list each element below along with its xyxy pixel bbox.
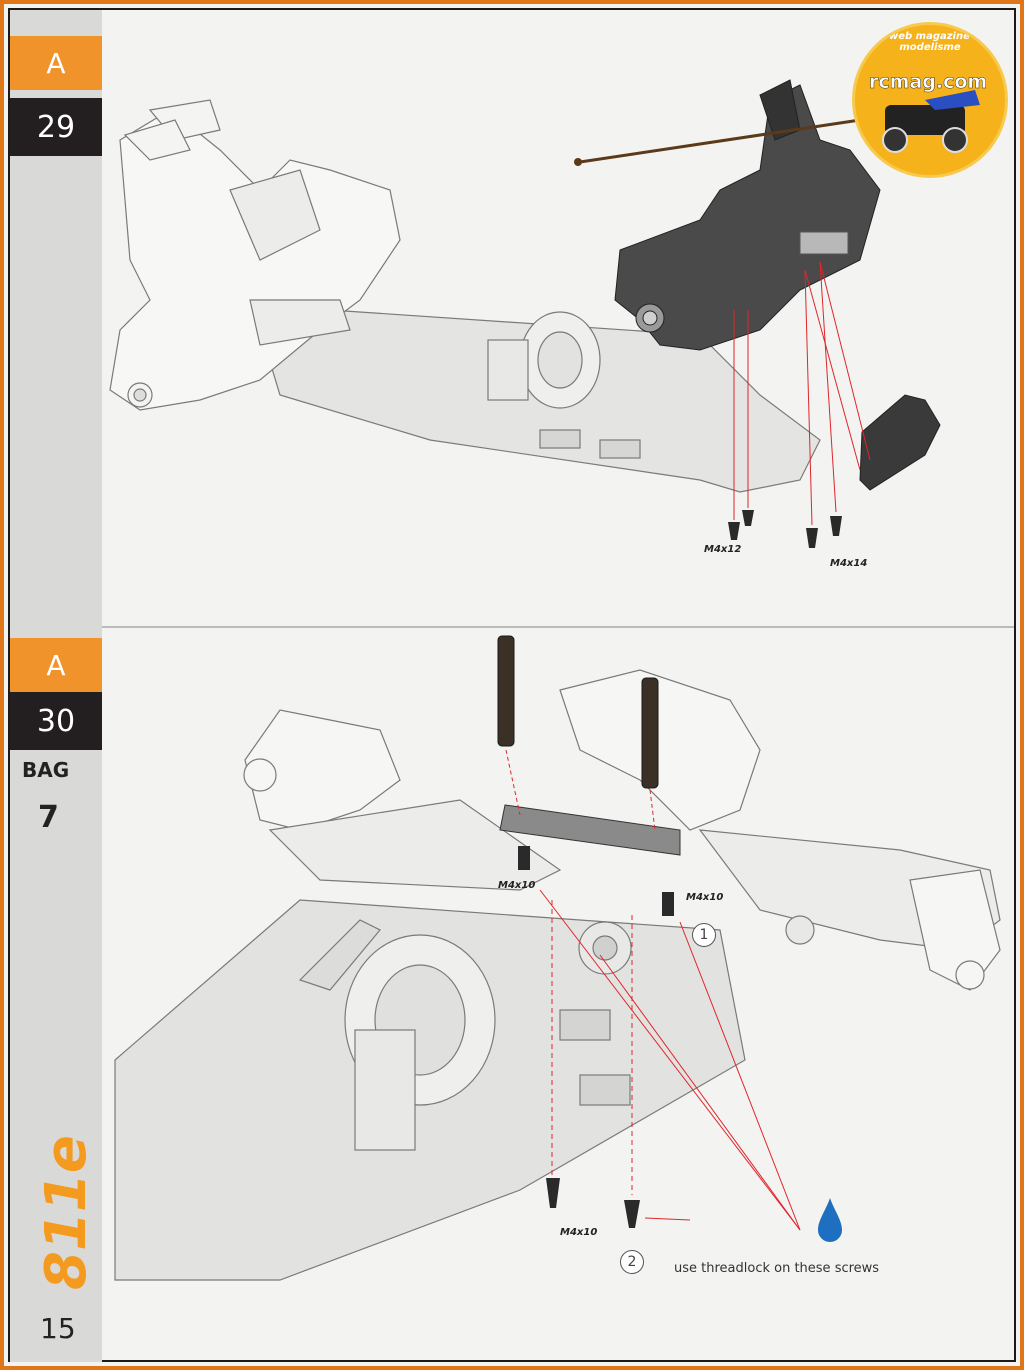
screw-label-m4x10-a: M4x10 — [498, 880, 536, 891]
brand-mark: 811e — [28, 1135, 99, 1300]
screw-label-m4x14: M4x14 — [830, 558, 868, 569]
callout-1: 1 — [692, 923, 716, 947]
brand-mark-text: 811e — [34, 1135, 99, 1290]
step-divider — [102, 626, 1014, 628]
rcmag-logo: Le web magazine du modelisme rcmag.com — [852, 22, 1008, 178]
screw-label-m4x10-c: M4x10 — [560, 1227, 598, 1238]
screw-label-m4x10-b: M4x10 — [686, 892, 724, 903]
step30-number: 30 — [10, 692, 102, 750]
callout-2: 2 — [620, 1250, 644, 1274]
page-number: 15 — [40, 1312, 76, 1345]
threadlock-note: use threadlock on these screws — [674, 1261, 880, 1276]
step29-section-tab: A — [10, 36, 102, 90]
logo-tagline: Le web magazine du modelisme — [872, 31, 988, 53]
step30-section-tab: A — [10, 638, 102, 692]
step29-number: 29 — [10, 98, 102, 156]
step30-illustration — [114, 635, 1001, 1281]
car-icon — [882, 90, 980, 153]
logo-site-name: rcmag.com — [869, 71, 988, 94]
bag-number: 7 — [38, 800, 59, 835]
step29-illustration — [109, 79, 941, 548]
page-frame-inner — [8, 8, 1016, 1362]
bag-label: BAG — [22, 758, 70, 782]
screw-label-m4x12: M4x12 — [704, 544, 742, 555]
